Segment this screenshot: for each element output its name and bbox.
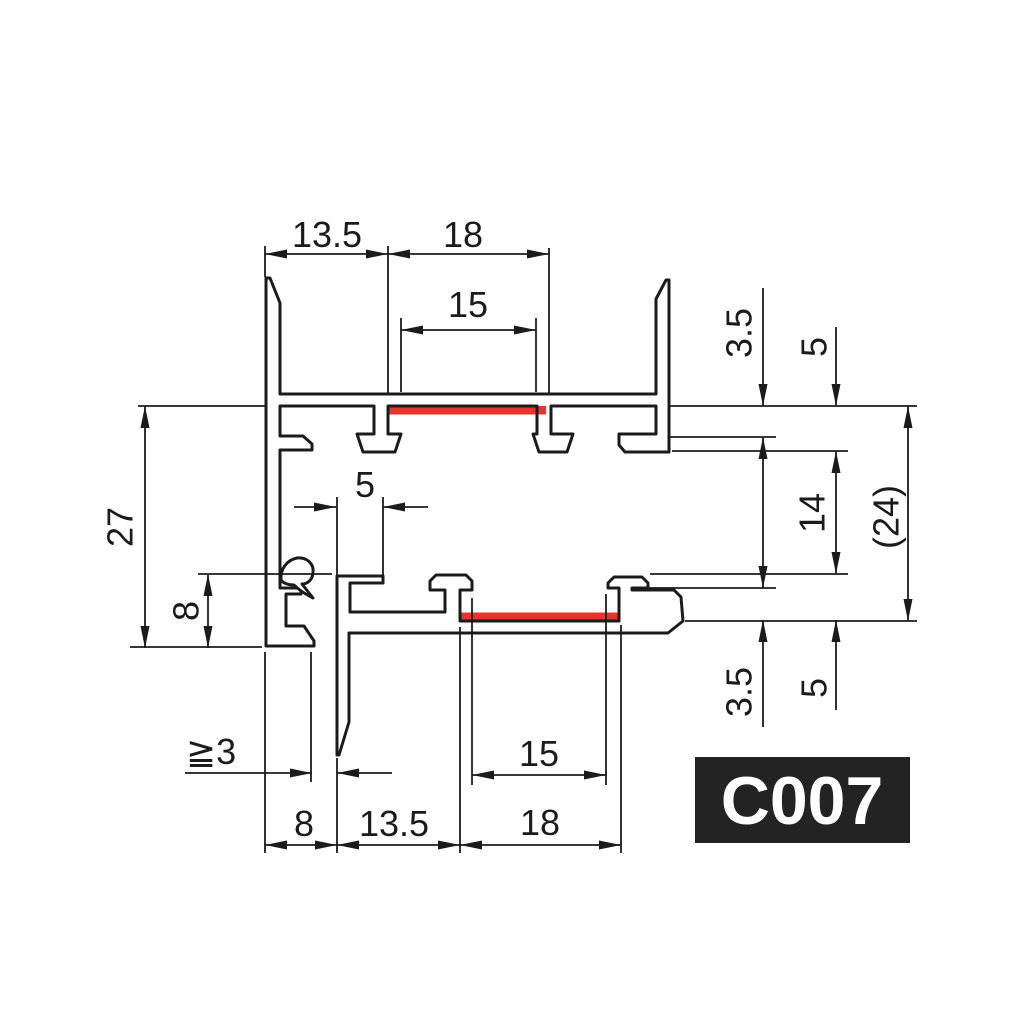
arrowhead [265,840,287,850]
profile-code-label: C007 [695,757,910,843]
arrowhead [758,384,768,406]
arrowhead [265,249,287,259]
arrowhead [140,406,150,428]
arrowhead [527,249,549,259]
arrowhead [584,770,606,780]
arrowhead [758,620,768,642]
arrowhead [514,325,536,335]
arrowhead [337,768,359,778]
arrowhead [203,626,213,648]
arrowhead [903,599,913,621]
gasket-strip-top [388,406,546,415]
dim-label-bottom-8: 8 [294,803,314,844]
arrowhead [460,840,482,850]
dim-label-right-24: (24) [866,485,907,549]
dim-label-upper-right-5: 5 [794,337,835,357]
arrowhead [831,552,841,574]
arrowhead [831,384,841,406]
arrowhead [831,620,841,642]
gasket-strips [388,406,618,621]
dim-label-mid-5: 5 [355,464,375,505]
dim-label-bottom-15: 15 [519,733,559,774]
spring-clip-finger [279,556,315,600]
arrowhead [472,770,494,780]
arrowhead [315,840,337,850]
arrowhead [758,566,768,588]
arrowhead [314,502,336,512]
arrowhead [438,840,460,850]
dimension-labels: 13.5 18 15 5 ≧3 8 13.5 18 15 27 8 3.5 5 … [100,214,907,844]
dim-label-top-13-5: 13.5 [292,214,362,255]
arrowhead [290,768,312,778]
bottom-rail-outline [335,573,685,757]
profile-code-text: C007 [721,763,884,839]
dim-label-top-18: 18 [443,214,483,255]
profile-outlines [264,276,685,757]
dim-label-bottom-18: 18 [520,802,560,843]
profile-code-box [695,757,910,843]
arrowhead [383,502,405,512]
dim-label-left-8: 8 [166,601,207,621]
dim-label-min-3: ≧3 [186,731,236,772]
arrowhead [140,626,150,648]
dim-label-top-15: 15 [448,284,488,325]
dim-label-upper-right-3-5: 3.5 [719,308,760,358]
gasket-strip-bottom [461,612,618,621]
dim-label-bottom-13-5: 13.5 [359,803,429,844]
dimension-arrows [140,249,913,850]
arrowhead [599,840,621,850]
arrowhead [337,840,359,850]
arrowhead [401,325,423,335]
arrowhead [203,574,213,596]
dim-label-lower-right-5: 5 [794,678,835,698]
arrowhead [366,249,388,259]
dim-label-lower-right-3-5: 3.5 [719,667,760,717]
dim-label-right-14: 14 [792,493,833,533]
dim-label-left-27: 27 [100,507,141,547]
arrowhead [903,406,913,428]
arrowhead [831,451,841,473]
arrowhead [388,249,410,259]
arrowhead [758,437,768,459]
